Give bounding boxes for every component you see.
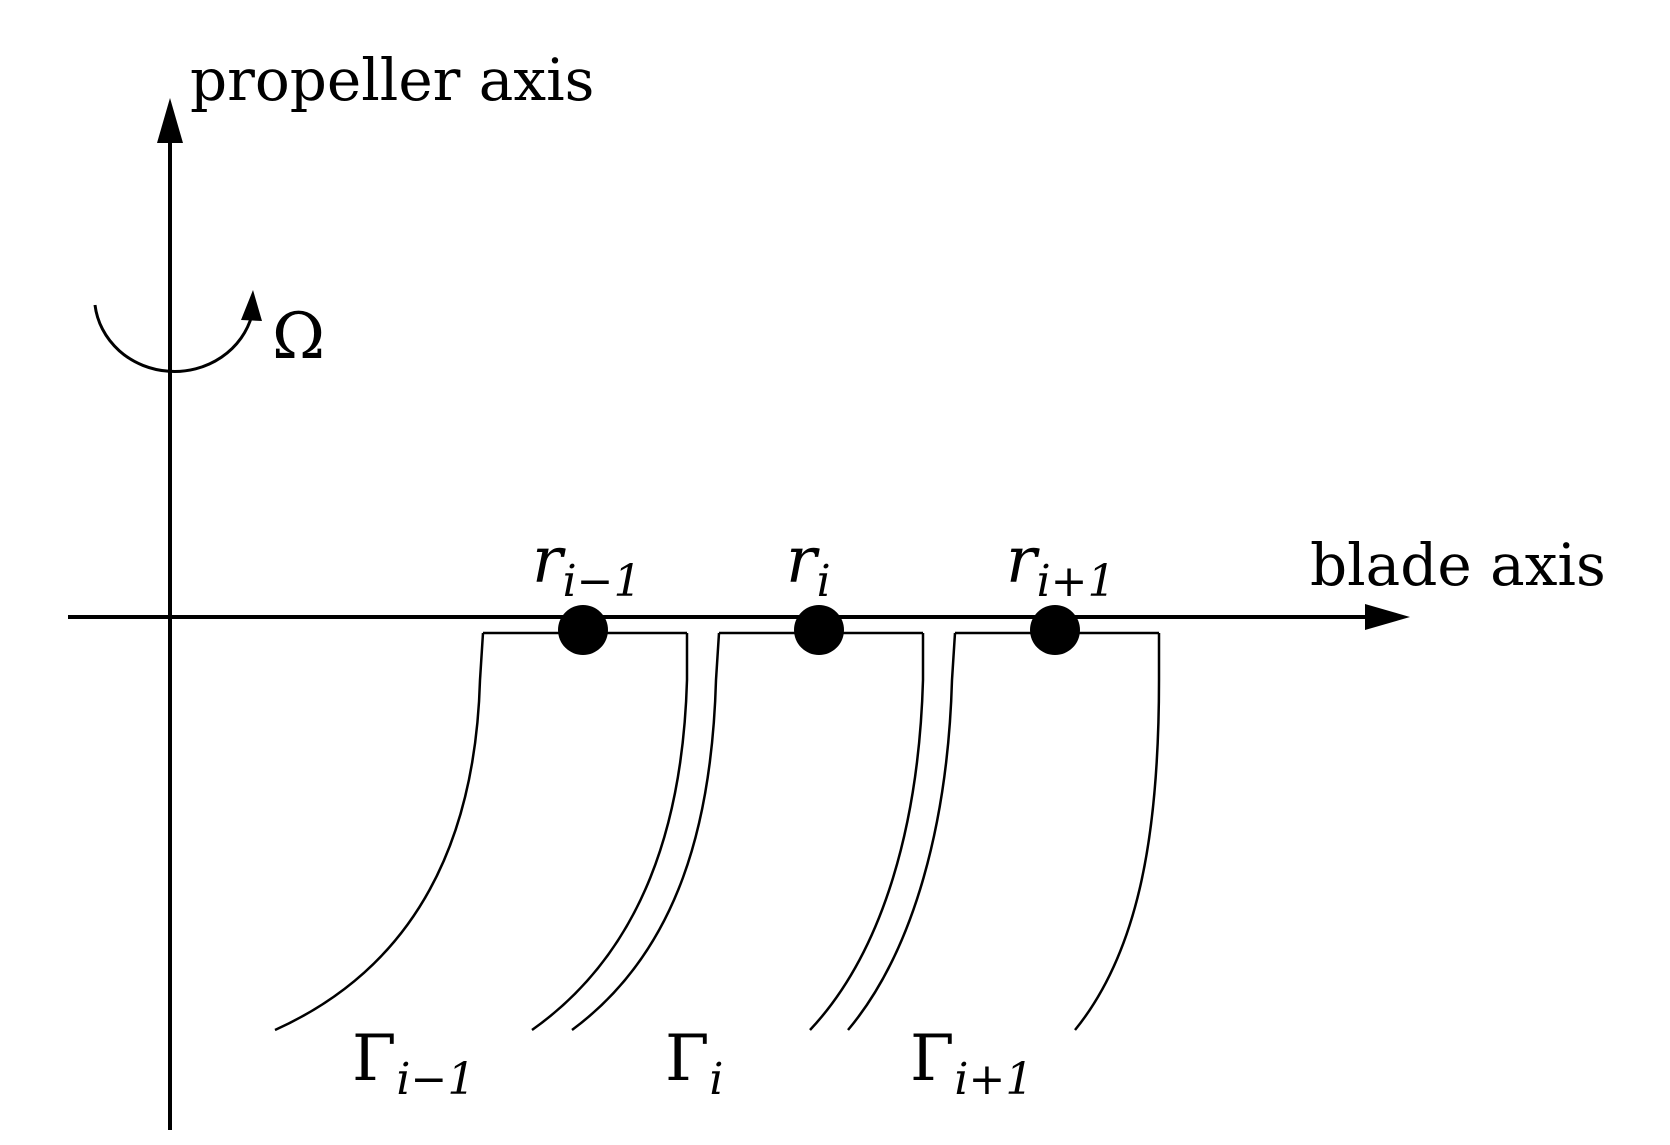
control-point-3 <box>1030 605 1080 655</box>
omega-label: Ω <box>272 300 325 374</box>
rotation-arrowhead <box>241 290 262 321</box>
circulation-label-1: Γi−1 <box>352 1022 475 1105</box>
radius-label-3: ri+1 <box>1006 524 1116 607</box>
control-point-2 <box>794 605 844 655</box>
horseshoe-vortex-2 <box>571 631 925 1032</box>
radius-label-1: ri−1 <box>532 524 642 607</box>
trailing-vortex-2-right <box>809 633 925 1031</box>
blade-axis-arrowhead <box>1365 604 1410 630</box>
rotation-arrow <box>93 304 254 373</box>
horseshoe-vortex-3 <box>847 631 1161 1031</box>
blade-axis-label: blade axis <box>1310 531 1606 599</box>
circulation-label-2: Γi <box>665 1022 723 1105</box>
trailing-vortex-1-left <box>274 632 485 1032</box>
trailing-vortex-3-right <box>1074 633 1161 1031</box>
horseshoe-vortex-1 <box>274 631 689 1032</box>
propeller-axis-arrowhead <box>157 98 183 143</box>
control-point-1 <box>558 605 608 655</box>
trailing-vortex-1-right <box>531 633 689 1032</box>
circulation-label-3: Γi+1 <box>910 1022 1033 1105</box>
trailing-vortex-3-left <box>847 632 957 1031</box>
trailing-vortex-2-left <box>571 632 721 1032</box>
radius-label-2: ri <box>786 524 831 607</box>
propeller-axis-label: propeller axis <box>190 46 594 114</box>
